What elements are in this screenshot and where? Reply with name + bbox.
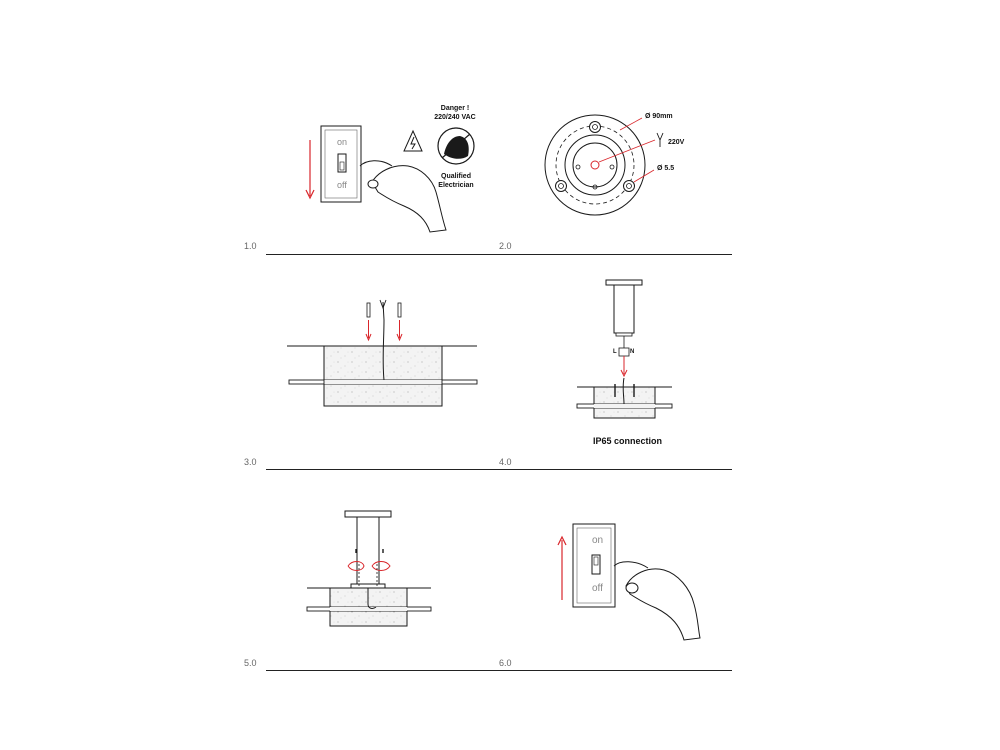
toggle-lever-on: [591, 554, 601, 575]
step-number-6: 6.0: [499, 658, 512, 668]
bollard-cap: [605, 279, 643, 286]
screw-icon-right: [623, 180, 635, 192]
wire-icon: [656, 132, 664, 147]
step-2-base-plate: [544, 114, 664, 216]
power-cable: [382, 301, 385, 381]
hole-label: Ø 5.5: [657, 165, 675, 172]
step-number-4: 4.0: [499, 457, 512, 467]
hand-icon-on: [625, 568, 701, 641]
hand-icon: [371, 165, 447, 233]
terminal-block: [618, 347, 630, 357]
divider-row-1: [266, 254, 732, 255]
arrow-down-icon: [305, 189, 315, 200]
danger-line-1: Danger !: [440, 105, 470, 112]
voltage-label: 220V: [668, 139, 685, 146]
qualified-note: Qualified Electrician: [430, 172, 482, 190]
switch-off-label: off: [337, 180, 347, 190]
wall-switch-plate-on: [572, 523, 616, 608]
terminal-l-label: L: [613, 349, 617, 355]
bollard-body: [613, 284, 635, 334]
toggle-lever: [337, 153, 347, 173]
rotate-arrow-left-icon: [347, 561, 365, 571]
step-5-fixing: [306, 510, 432, 627]
divider-row-2: [266, 469, 732, 470]
step-4-wiring: [576, 279, 673, 419]
qualified-line-1: Qualified: [441, 173, 471, 180]
screw-icon-left: [555, 180, 567, 192]
terminal-n-label: N: [630, 349, 635, 355]
danger-line-2: 220/240 VAC: [434, 114, 476, 121]
step-number-3: 3.0: [244, 457, 257, 467]
qualified-line-2: Electrician: [438, 182, 474, 189]
anchor-plug-left: [366, 302, 371, 318]
danger-note: Danger ! 220/240 VAC: [425, 104, 485, 122]
anchor-plug-right: [397, 302, 402, 318]
switch-on-label: on: [337, 137, 348, 147]
step-number-1: 1.0: [244, 241, 257, 251]
step-1-switch-off: [305, 125, 475, 233]
cable-hole: [590, 160, 600, 170]
step-3-anchors: [287, 299, 478, 407]
concrete-block-small: [593, 386, 656, 419]
switch-on-label-step6: on: [592, 535, 604, 546]
diameter-label: Ø 90mm: [645, 113, 673, 120]
bollard-body-large: [356, 516, 380, 585]
bollard-cap-large: [344, 510, 392, 518]
step-number-5: 5.0: [244, 658, 257, 668]
arrow-up-icon: [557, 535, 567, 546]
step-number-2: 2.0: [499, 241, 512, 251]
divider-row-3: [266, 670, 732, 671]
ip65-caption: IP65 connection: [593, 436, 663, 446]
high-voltage-warning-icon: [403, 129, 423, 152]
screw-icon-top: [589, 121, 601, 133]
switch-off-label-step6: off: [592, 583, 603, 594]
step-6-switch-on: [557, 523, 701, 641]
